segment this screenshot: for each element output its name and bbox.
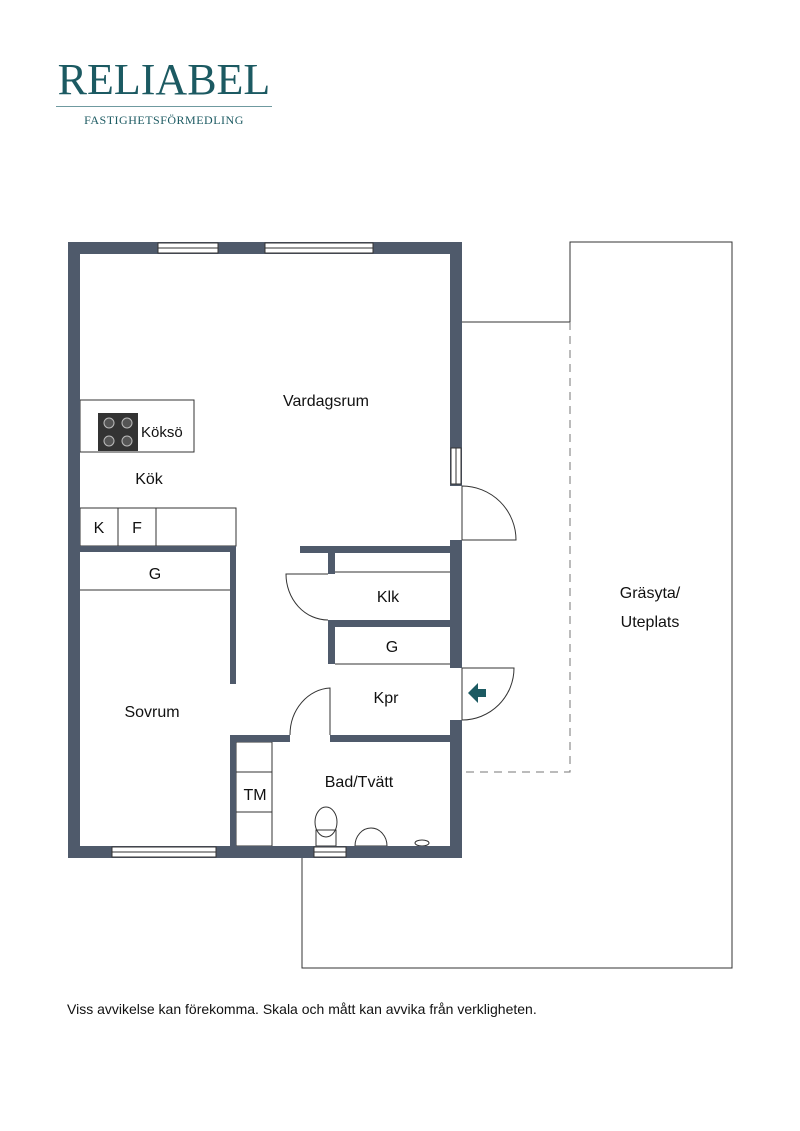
door-garden: [461, 485, 517, 541]
entrance-arrow-icon: [468, 683, 486, 703]
label-g-bedroom: G: [149, 566, 161, 583]
room-label-sovrum: Sovrum: [124, 704, 179, 721]
door-klk: [285, 573, 329, 621]
room-label-bad: Bad/Tvätt: [325, 774, 394, 791]
logo-name: RELIABEL: [57, 55, 271, 104]
room-label-kok: Kök: [135, 471, 164, 488]
room-label-klk: Klk: [377, 589, 400, 606]
label-k: K: [94, 520, 105, 537]
stove-icon: [98, 413, 138, 451]
logo: RELIABEL FASTIGHETSFÖRMEDLING: [56, 58, 272, 128]
logo-divider: [56, 106, 272, 107]
walls: [68, 242, 462, 858]
disclaimer: Viss avvikelse kan förekomma. Skala och …: [67, 1001, 537, 1017]
door-entrance: [461, 667, 515, 721]
toilet-icon: [314, 806, 338, 847]
room-label-vardagsrum: Vardagsrum: [283, 393, 369, 410]
label-grasyta: Gräsyta/: [620, 585, 681, 602]
label-g-hall: G: [386, 639, 398, 656]
label-f: F: [132, 520, 142, 537]
room-label-kpr: Kpr: [374, 690, 400, 707]
door-bad: [289, 687, 331, 736]
garden-outline: [301, 241, 733, 969]
windows: [111, 242, 462, 858]
room-label-koksö: Köksö: [141, 424, 183, 441]
logo-tagline: FASTIGHETSFÖRMEDLING: [84, 113, 244, 127]
label-tm: TM: [243, 787, 266, 804]
sink-icon: [354, 827, 388, 847]
tap-icon: [414, 839, 430, 847]
label-uteplats: Uteplats: [621, 614, 680, 631]
